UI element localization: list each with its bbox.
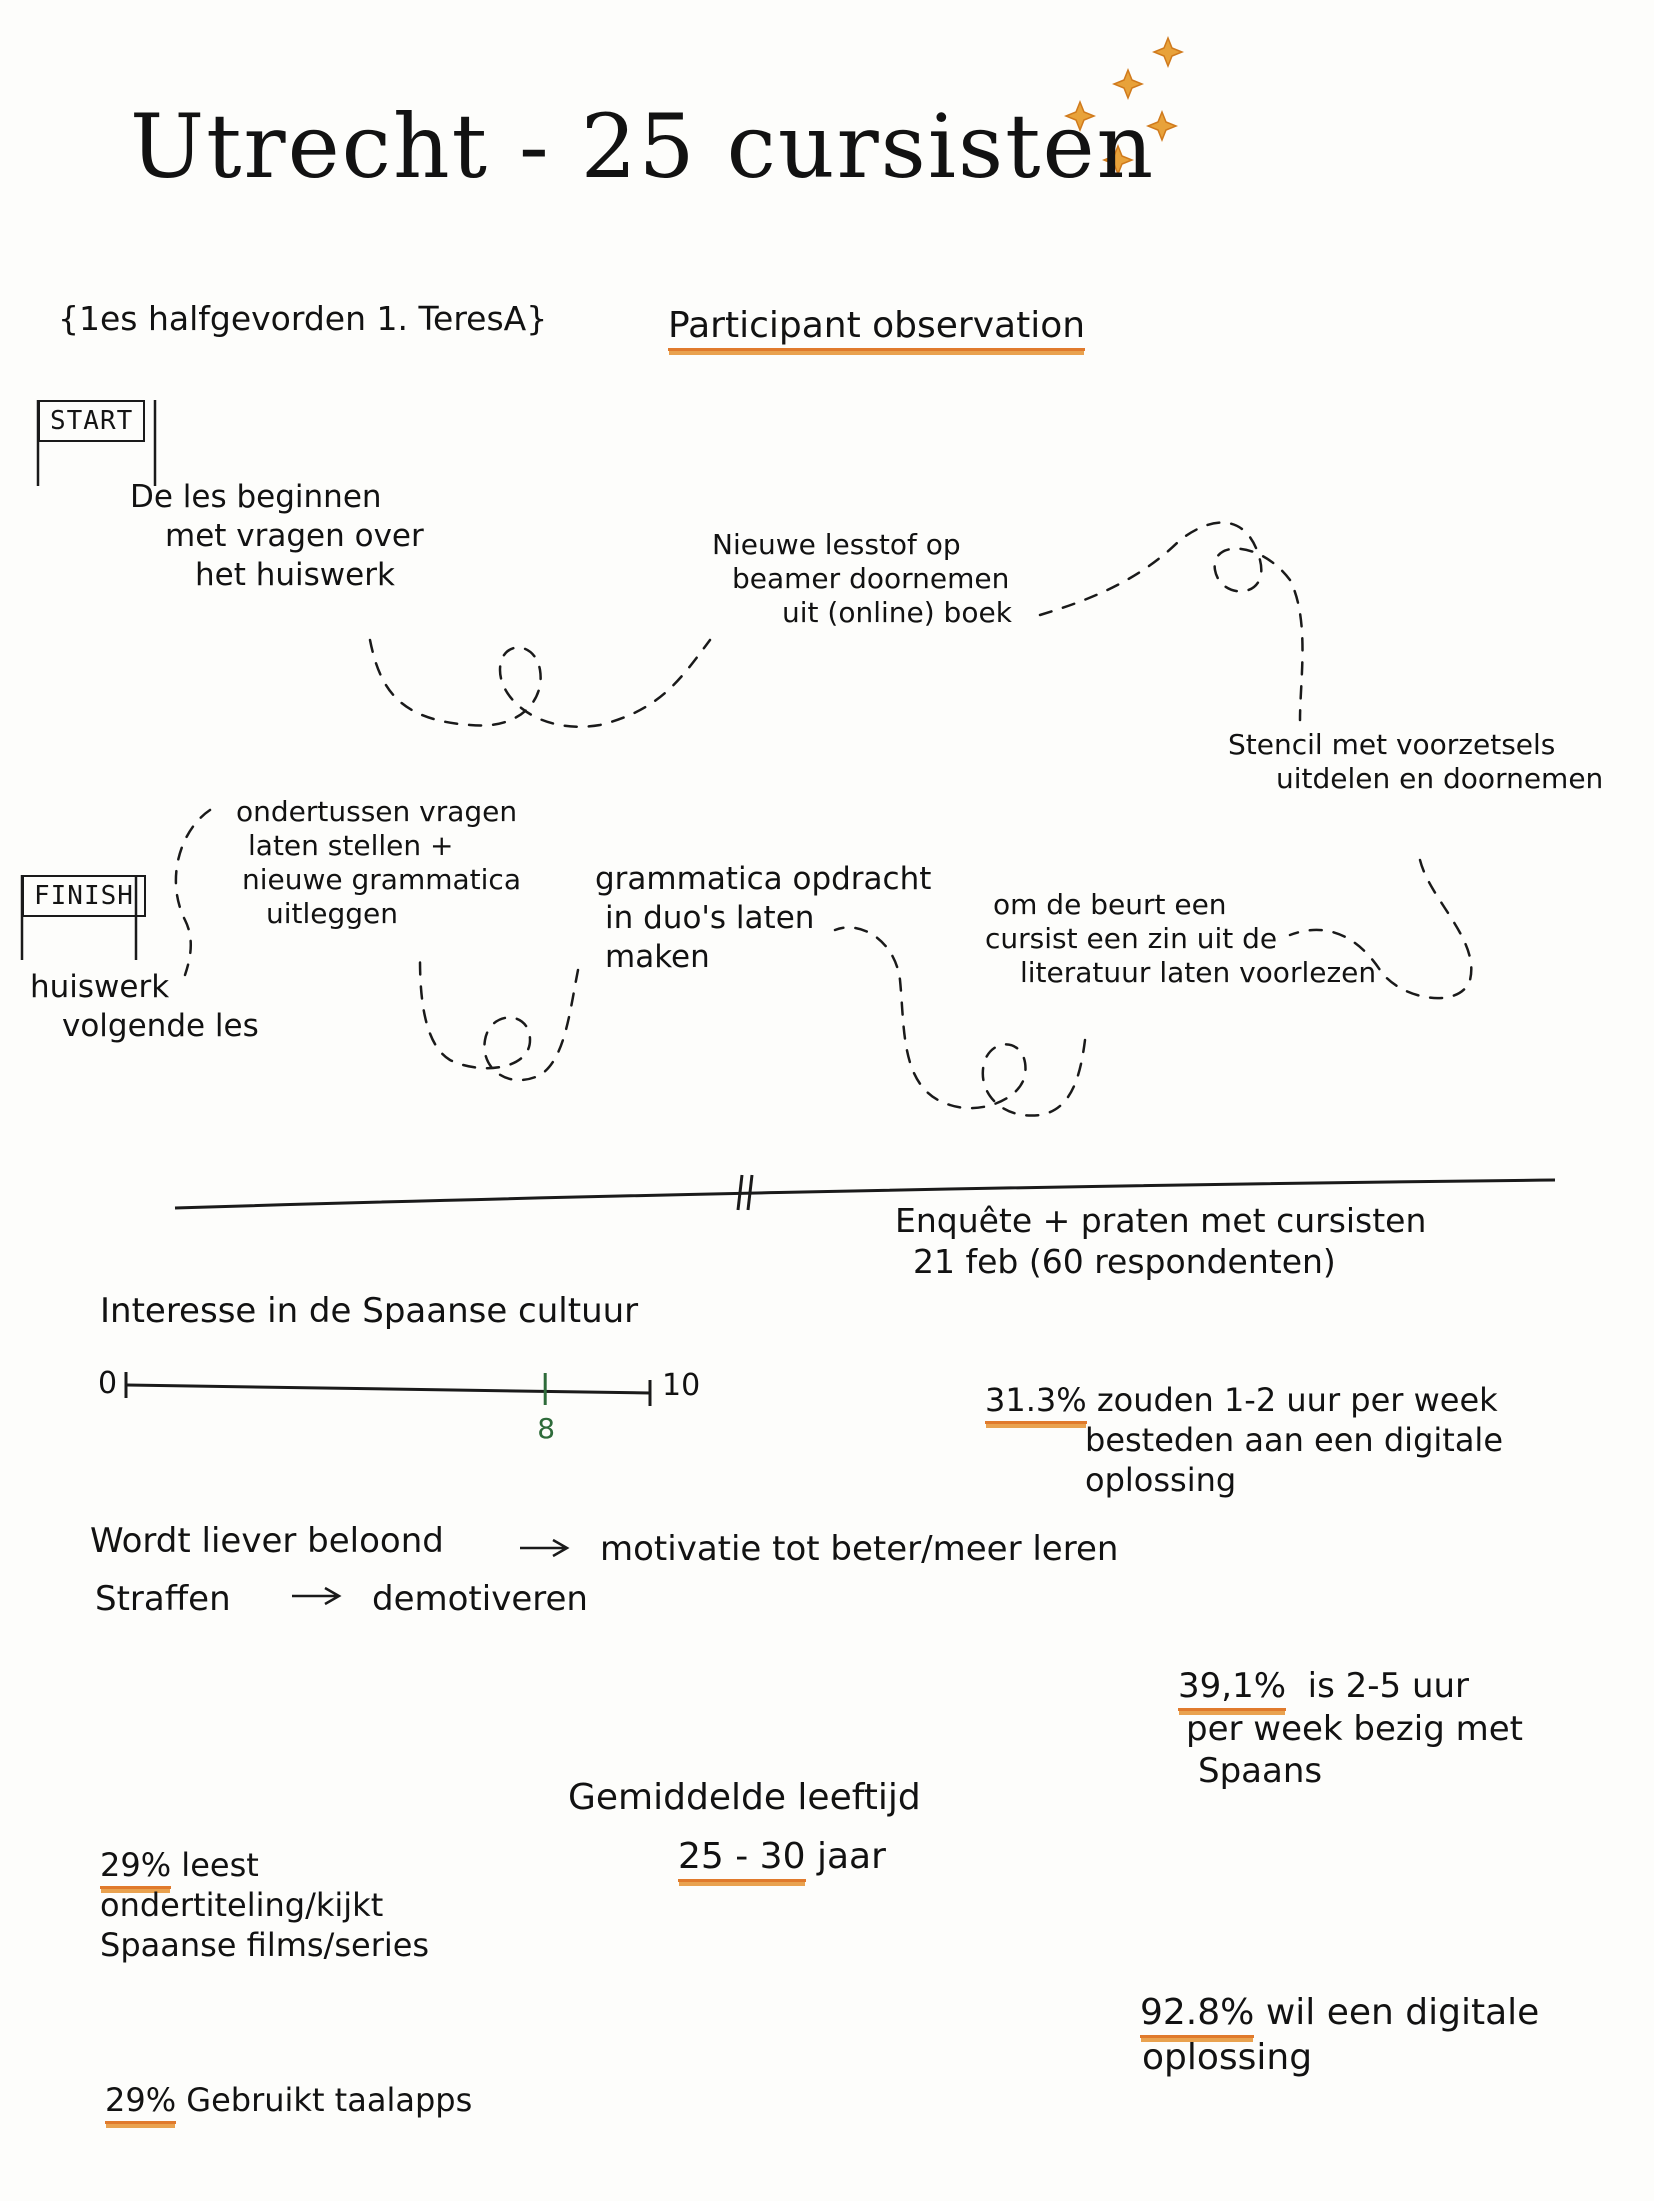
stat-hours-spanish: 39,1% is 2-5 uur per week bezig met Spaa… — [1178, 1665, 1523, 1793]
finish-note: huiswerk volgende les — [30, 968, 259, 1046]
step-line: grammatica opdracht — [595, 861, 932, 897]
step-line: in duo's laten — [605, 899, 815, 936]
step-line: huiswerk — [30, 969, 170, 1005]
scale-marker-label: 8 — [537, 1412, 556, 1445]
punish-outcome: demotiveren — [372, 1579, 588, 1619]
interest-scale — [124, 1372, 652, 1406]
stat-text: besteden aan een digitale — [1085, 1421, 1503, 1459]
journey-step-1: De les beginnen met vragen over het huis… — [130, 478, 424, 594]
method-text: Participant observation — [668, 305, 1086, 351]
stat-average-age: Gemiddelde leeftijd 25 - 30 jaar — [568, 1775, 921, 1882]
journey-step-6: ondertussen vragen laten stellen + nieuw… — [236, 795, 521, 932]
scale-max-label: 10 — [662, 1368, 701, 1403]
step-line: met vragen over — [165, 517, 424, 554]
stat-text: Spaans — [1198, 1751, 1323, 1791]
stat-text: is 2-5 uur — [1307, 1666, 1470, 1706]
stat-text: Gebruikt taalapps — [186, 2081, 473, 2119]
step-line: om de beurt een — [993, 888, 1227, 921]
reward-line: Wordt liever beloond — [90, 1520, 444, 1563]
stat-value: 31.3% — [985, 1381, 1087, 1424]
stat-value: 29% — [105, 2081, 177, 2124]
step-line: uitleggen — [266, 897, 399, 931]
stat-text: leest — [181, 1846, 259, 1884]
stat-value: 29% — [100, 1846, 172, 1889]
step-line: Stencil met voorzetsels — [1228, 728, 1556, 761]
page-title: Utrecht - 25 cursisten — [130, 95, 1155, 198]
step-line: ondertussen vragen — [236, 795, 518, 828]
age-value: 25 - 30 — [678, 1836, 806, 1882]
age-label: Gemiddelde leeftijd — [568, 1777, 921, 1818]
stat-text: oplossing — [1142, 2037, 1313, 2078]
stat-text: zouden 1-2 uur per week — [1096, 1381, 1498, 1419]
scale-min-label: 0 — [98, 1366, 118, 1401]
stat-value: 39,1% — [1178, 1666, 1287, 1711]
arrow-right-icon — [292, 1538, 570, 1606]
journey-step-5: grammatica opdracht in duo's laten maken — [595, 860, 931, 976]
survey-heading: Enquête + praten met cursisten 21 feb (6… — [895, 1200, 1426, 1283]
finish-flag: FINISH — [22, 875, 146, 917]
stat-text: wil een digitale — [1265, 1992, 1540, 2033]
stat-text: ondertiteling/kijkt — [100, 1886, 384, 1924]
survey-title: Enquête + praten met cursisten — [895, 1201, 1427, 1240]
age-unit: jaar — [816, 1836, 886, 1877]
punish-left: Straffen — [95, 1579, 231, 1619]
stat-text: Spaanse films/series — [100, 1926, 430, 1964]
lesson-subtitle: {1es halfgevorden 1. TeresA} — [58, 299, 548, 338]
reward-left: Wordt liever beloond — [90, 1521, 444, 1561]
step-line: uitdelen en doornemen — [1276, 762, 1604, 796]
step-line: beamer doornemen — [732, 562, 1010, 596]
stat-hours-digital: 31.3% zouden 1-2 uur per week besteden a… — [985, 1380, 1503, 1500]
step-line: De les beginnen — [130, 479, 382, 515]
sparkle-stars-icon — [1063, 35, 1185, 177]
step-line: literatuur laten voorlezen — [1020, 956, 1377, 990]
stat-language-apps: 29% Gebruikt taalapps — [105, 2080, 473, 2124]
section-divider — [174, 1174, 1556, 1211]
step-line: laten stellen + — [248, 829, 454, 863]
stat-value: 92.8% — [1140, 1992, 1255, 2038]
step-line: nieuwe grammatica — [242, 863, 521, 897]
stat-subtitles: 29% leest ondertiteling/kijkt Spaanse fi… — [100, 1845, 429, 1965]
step-line: maken — [605, 938, 710, 975]
start-flag: START — [38, 400, 146, 442]
stat-wants-digital: 92.8% wil een digitale oplossing — [1140, 1990, 1539, 2080]
survey-date: 21 feb (60 respondenten) — [913, 1242, 1336, 1282]
journey-step-2: Nieuwe lesstof op beamer doornemen uit (… — [712, 528, 1012, 630]
title-text: Utrecht - 25 cursisten — [130, 95, 1156, 198]
interest-label: Interesse in de Spaanse cultuur — [100, 1291, 639, 1331]
step-line: cursist een zin uit de — [985, 922, 1278, 956]
journey-step-3: Stencil met voorzetsels uitdelen en door… — [1228, 728, 1603, 796]
step-line: volgende les — [62, 1007, 259, 1044]
step-line: uit (online) boek — [782, 596, 1012, 630]
journey-path — [174, 521, 1473, 1117]
stat-text: oplossing — [1085, 1461, 1237, 1499]
reward-outcome: motivatie tot beter/meer leren — [600, 1529, 1119, 1569]
method-label: Participant observation — [668, 305, 1086, 351]
step-line: Nieuwe lesstof op — [712, 528, 961, 561]
step-line: het huiswerk — [195, 556, 395, 593]
stat-text: per week bezig met — [1186, 1708, 1523, 1749]
journey-step-4: om de beurt een cursist een zin uit de l… — [985, 888, 1376, 990]
